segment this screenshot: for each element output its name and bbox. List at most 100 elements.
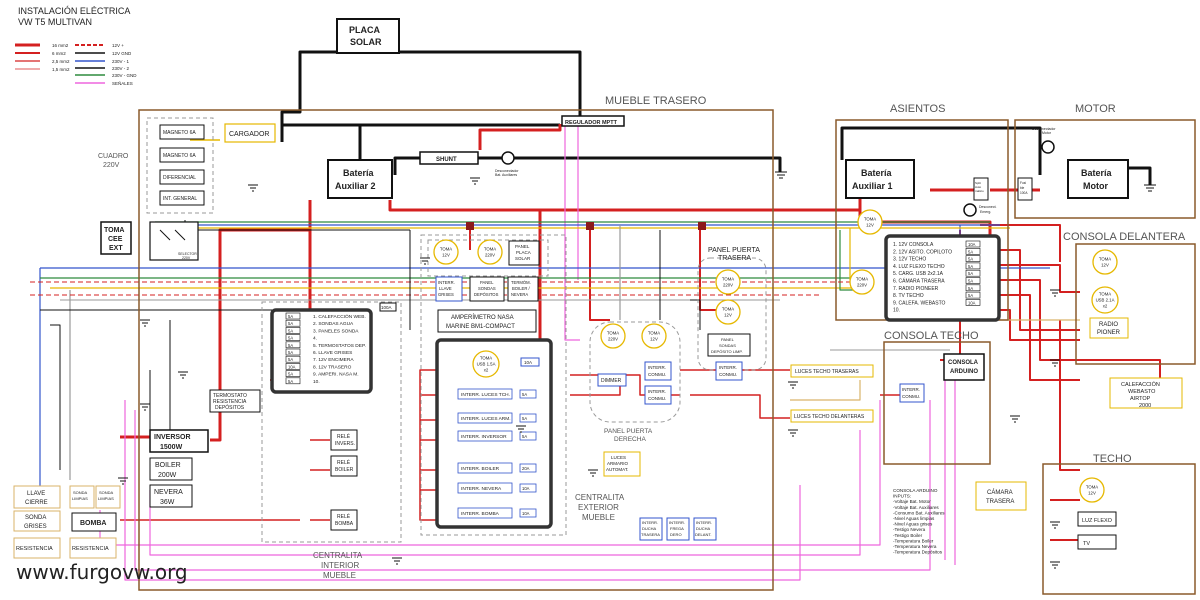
centralita-fuse-2 [519, 413, 537, 423]
svg-text:AUTOMAT.: AUTOMAT. [606, 467, 628, 472]
svg-text:200W: 200W [158, 472, 177, 479]
fuse-left-value: 5A [288, 343, 293, 348]
cargador: CARGADOR [224, 123, 276, 143]
luces-armario: LUCES ARMARIO AUTOMAT. [603, 451, 641, 477]
calefaccion-webasto: CALEFACCIÓN WEBASTO AIRTOP 2000 [1109, 377, 1183, 409]
svg-text:SONDA: SONDA [73, 490, 88, 495]
termostato-resistencia: TERMOSTATO RESISTENCIA DEPÓSITOS [209, 389, 261, 413]
toma-2 [477, 239, 503, 265]
title-line-2: VW T5 MULTIVAN [18, 17, 92, 27]
fuse-left-item: 5. TERMOSTATOS DEP. [313, 343, 366, 349]
toma-label: 220V [723, 283, 733, 288]
toma-label: 12V [724, 313, 732, 318]
svg-text:GRISES: GRISES [438, 292, 454, 297]
section-boundaries [138, 109, 1196, 595]
svg-text:LLAVE: LLAVE [439, 286, 452, 291]
legend-12v-gnd: 12V GND [112, 51, 132, 56]
resistencia-2: RESISTENCIA [69, 537, 117, 559]
fuse-right-6 [965, 277, 981, 284]
toma-label: TOMA [484, 247, 496, 252]
fuse-left-value: 5A [288, 328, 293, 333]
fuse-right-item: 9. CALEFA. WEBASTO [893, 300, 946, 306]
svg-text:DIFERENCIAL: DIFERENCIAL [163, 175, 196, 181]
svg-text:SHUNT: SHUNT [436, 157, 457, 163]
svg-text:CONMU.: CONMU. [648, 396, 666, 401]
toma-7 [715, 299, 741, 325]
svg-text:NEVERA: NEVERA [511, 292, 528, 297]
fuse-left-item: 1. CALEFACCIÓN WEB. [313, 313, 366, 320]
arduino-input-item: -Consumo Bat. Auxiliares [893, 510, 945, 515]
svg-text:PLACA: PLACA [349, 25, 380, 35]
fuse-right-item: 8. TV TECHO [893, 293, 924, 299]
svg-text:RADIO: RADIO [1099, 322, 1118, 328]
label-consola-delantera: CONSOLA DELANTERA [1063, 231, 1186, 243]
label-asientos: ASIENTOS [890, 103, 945, 115]
bateria-auxiliar-2: Batería Auxiliar 2 [327, 159, 393, 199]
arduino-input-item: -Voltaje Bat. Motor [893, 499, 931, 504]
svg-text:DIMMER: DIMMER [601, 378, 622, 384]
toma-9 [849, 269, 875, 295]
svg-text:BOMBA: BOMBA [335, 521, 354, 527]
centralita-fuse-4 [519, 463, 537, 473]
toma-label: USB 2.1A [1096, 298, 1115, 303]
panel-sondas-depositos: PANEL SONDAS DEPÓSITOS [469, 276, 505, 302]
arduino-input-item: -Temperatura Boiler [893, 538, 934, 543]
shunt: SHUNT Desconectador Bat. Auxiliares [419, 151, 519, 177]
fuse-left-item: 6. LLAVE GRISES [313, 350, 352, 356]
label-mueble-trasero: MUEBLE TRASERO [605, 95, 707, 107]
fuse-right-value: 5A [968, 279, 973, 284]
arduino-input-item: -Nivel Aguas grises [893, 522, 933, 527]
svg-text:INTERR.: INTERR. [648, 365, 666, 370]
svg-text:INTERR.: INTERR. [696, 520, 712, 525]
legend-16mm: 16 mm2 [52, 43, 69, 48]
svg-text:AIRTOP: AIRTOP [1130, 396, 1151, 402]
centralita-fuse-value: 10A [522, 486, 530, 491]
svg-text:RESISTENCIA: RESISTENCIA [16, 546, 53, 552]
toma-label: USB 1.5A [477, 362, 496, 367]
svg-text:220V: 220V [182, 256, 191, 260]
svg-text:DUCHA: DUCHA [696, 526, 711, 531]
fuse-right-7 [965, 284, 981, 292]
arduino-input-item: -Temperatura Depósitos [893, 550, 943, 555]
svg-text:SONDAS: SONDAS [719, 343, 736, 348]
luz-flexo: LUZ FLEXO [1077, 511, 1117, 527]
svg-text:INVERS.: INVERS. [335, 441, 355, 447]
svg-text:CONSOLA: CONSOLA [948, 360, 979, 366]
toma-3 [472, 350, 500, 378]
fuse-left-value: 10A [288, 364, 296, 369]
fuse-right-item: 1. 12V CONSOLA [893, 242, 934, 248]
interr-conmu-techo: INTERR. CONMU. [899, 383, 925, 403]
watermark: www.furgovw.org [16, 560, 188, 584]
svg-text:DERO: DERO [670, 532, 682, 537]
rele-bomba: RELÉ BOMBA [330, 509, 358, 531]
svg-text:NEVERA: NEVERA [154, 489, 183, 496]
label-panel-derecha-2: DERECHA [614, 436, 646, 443]
svg-text:DUCHA: DUCHA [642, 526, 657, 531]
regulador-mptt: REGULADOR MPTT [561, 115, 625, 127]
llave-cierre: LLAVE CIERRE [13, 485, 61, 509]
section-labels: MUEBLE TRASERO ASIENTOS MOTOR CONSOLA DE… [98, 95, 1186, 580]
svg-text:LLAVE: LLAVE [27, 491, 45, 497]
centralita-switch-1 [457, 388, 513, 400]
centralita-fuse-5 [519, 483, 537, 493]
fuse-left-2 [285, 319, 301, 327]
fuse-right-8 [965, 291, 981, 299]
svg-text:2000: 2000 [1139, 403, 1151, 409]
fuse-left-1 [285, 312, 301, 320]
centralita-switch-6 [457, 507, 513, 519]
svg-text:RELÉ: RELÉ [337, 513, 351, 520]
fuse-left-8 [285, 363, 301, 370]
toma-label: 12V [1101, 263, 1109, 268]
legend-senales: SEÑALES [112, 80, 133, 86]
fuse-left-item: 9. AMPERI. NASA M. [313, 372, 359, 378]
bomba: BOMBA [71, 512, 117, 532]
svg-text:CÁMARA: CÁMARA [987, 489, 1013, 496]
rele-inversor: RELÉ INVERS. [330, 429, 358, 451]
svg-text:INTERR.: INTERR. [902, 387, 920, 392]
panel-sondas-limp: PANEL SONDAS DEPÓSITO LIMP. [707, 333, 751, 357]
fuse-left-10 [285, 377, 301, 385]
centralita-fuse-3 [519, 431, 537, 441]
toma-5 [641, 323, 667, 349]
label-panel-trasera-1: PANEL PUERTA [708, 247, 760, 254]
